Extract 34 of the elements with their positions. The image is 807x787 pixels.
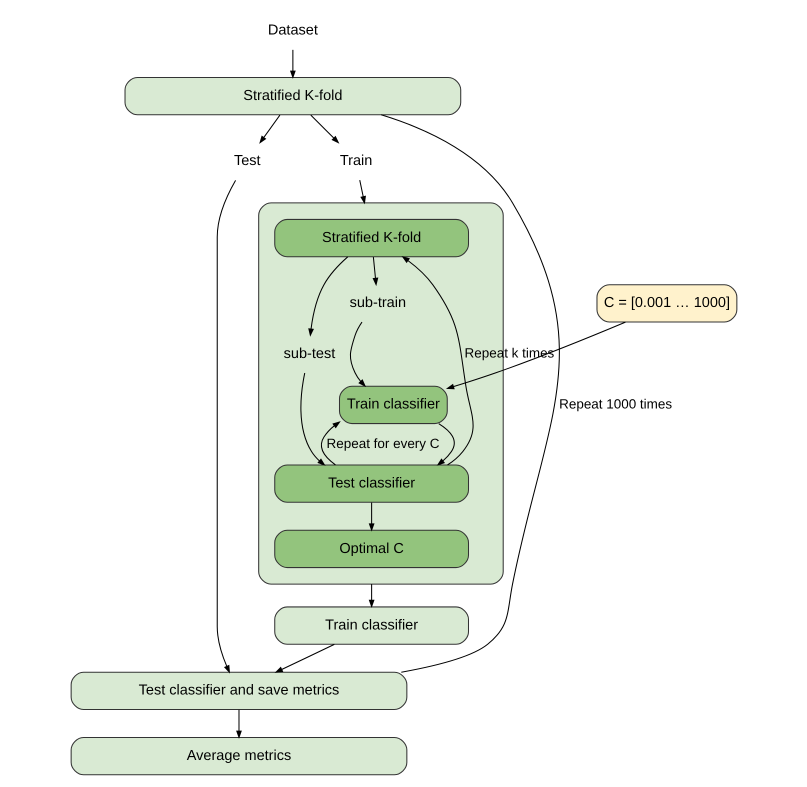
node-text: Train bbox=[339, 153, 372, 170]
edge-label: Repeat for every C bbox=[326, 436, 439, 451]
arrow bbox=[308, 256, 348, 337]
node-box: Optimal C bbox=[274, 530, 469, 568]
arrow bbox=[436, 423, 454, 466]
node-box: Train classifier bbox=[338, 386, 448, 424]
arrow bbox=[445, 322, 626, 390]
connector bbox=[380, 114, 560, 673]
node-box: Stratified K-fold bbox=[124, 76, 461, 116]
arrow bbox=[236, 710, 242, 739]
arrow bbox=[368, 502, 374, 532]
node-box: Train classifier bbox=[274, 606, 469, 645]
node-box: Test classifier and save metrics bbox=[70, 672, 407, 710]
arrow bbox=[358, 180, 366, 204]
node-text: sub-train bbox=[349, 295, 406, 312]
arrow bbox=[320, 421, 340, 466]
node-text: Test bbox=[233, 153, 260, 170]
node-box: Average metrics bbox=[70, 736, 407, 776]
arrow bbox=[401, 256, 474, 466]
arrow bbox=[216, 180, 236, 674]
arrow bbox=[300, 372, 326, 466]
node-box: C = [0.001 … 1000] bbox=[596, 284, 737, 323]
arrow bbox=[258, 114, 280, 144]
node-box: Test classifier bbox=[274, 464, 469, 503]
node-text: Dataset bbox=[267, 22, 318, 39]
arrow bbox=[289, 50, 296, 79]
node-box: Stratified K-fold bbox=[274, 218, 469, 258]
arrow bbox=[372, 257, 378, 286]
node-text: sub-test bbox=[283, 346, 335, 362]
arrow bbox=[368, 584, 374, 608]
arrow bbox=[349, 322, 366, 388]
arrow bbox=[274, 644, 334, 673]
edge-label: Repeat 1000 times bbox=[558, 396, 672, 412]
arrow bbox=[310, 114, 339, 144]
